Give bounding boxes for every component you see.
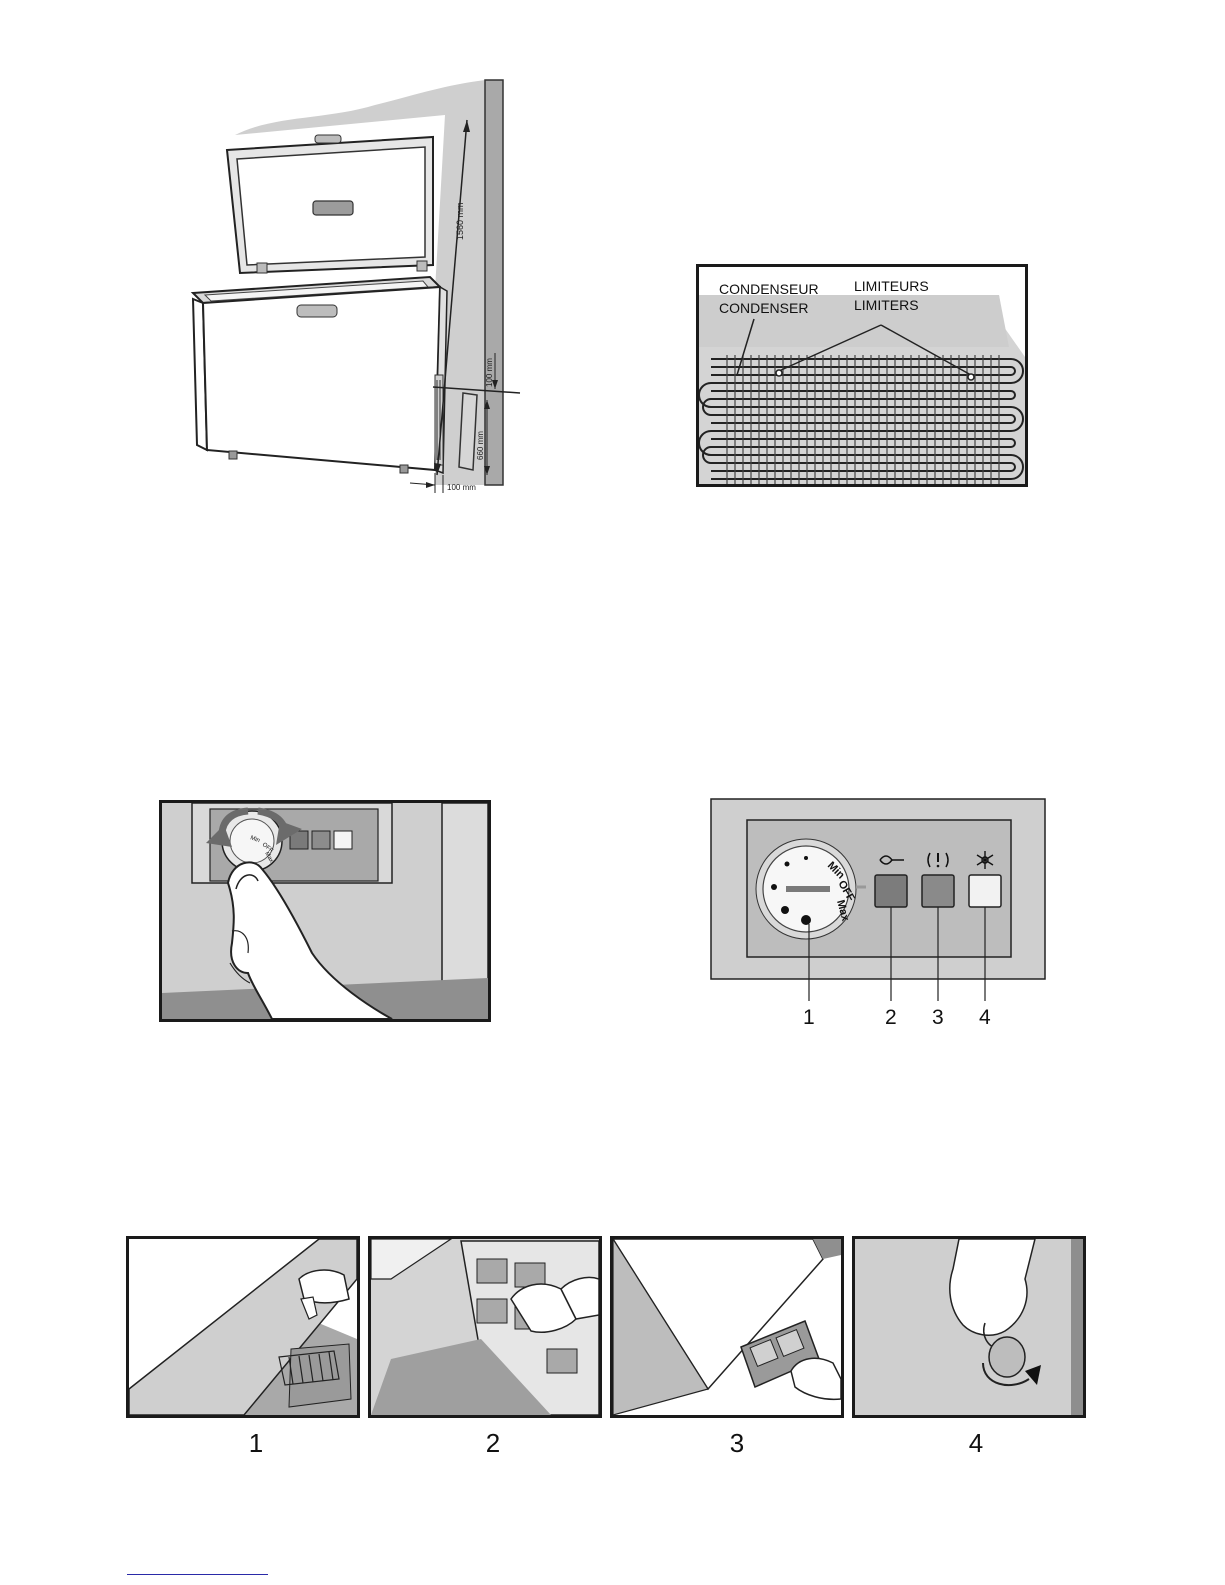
thermostat-hand-figure: Min OFF Max [159, 800, 491, 1022]
thermostat-hand-drawing: Min OFF Max [162, 803, 488, 1019]
step-3-drawing [613, 1239, 841, 1415]
dimension-side-gap-label: 100 mm [447, 483, 476, 492]
limiters-label-en: LIMITERS [854, 297, 919, 313]
limiters-label-fr: LIMITEURS [854, 278, 929, 294]
step-panel-4 [852, 1236, 1086, 1418]
step-panel-2 [368, 1236, 602, 1418]
step-panel-3 [610, 1236, 844, 1418]
condenser-label-en: CONDENSER [719, 300, 808, 316]
dimension-height-label: 1560 mm [455, 202, 465, 240]
condenser-figure: CONDENSEUR CONDENSER LIMITEURS LIMITERS [696, 264, 1028, 487]
step-2-drawing [371, 1239, 599, 1415]
step-1-drawing [129, 1239, 357, 1415]
callout-4: 4 [979, 1006, 991, 1028]
freezer-installation-drawing: 1560 mm 100 mm 660 mm 100 mm [185, 75, 530, 495]
condenser-drawing: CONDENSEUR CONDENSER LIMITEURS LIMITERS [699, 267, 1025, 484]
control-panel-figure: Min OFF Max 1 2 3 4 [710, 798, 1050, 1028]
control-panel-drawing: Min OFF Max 1 2 3 4 [710, 798, 1050, 1028]
footer-rule [127, 1574, 268, 1575]
step-label-4: 4 [956, 1428, 996, 1459]
step-panel-1 [126, 1236, 360, 1418]
condenser-label-fr: CONDENSEUR [719, 281, 819, 297]
step-4-drawing [855, 1239, 1083, 1415]
step-label-1: 1 [236, 1428, 276, 1459]
callout-3: 3 [932, 1006, 944, 1028]
callout-1: 1 [803, 1006, 815, 1028]
callout-2: 2 [885, 1006, 897, 1028]
freezer-installation-figure: 1560 mm 100 mm 660 mm 100 mm [185, 75, 530, 495]
dimension-vent-height-label: 660 mm [476, 431, 485, 460]
step-label-3: 3 [717, 1428, 757, 1459]
step-label-2: 2 [473, 1428, 513, 1459]
dimension-top-gap-label: 100 mm [485, 358, 494, 387]
